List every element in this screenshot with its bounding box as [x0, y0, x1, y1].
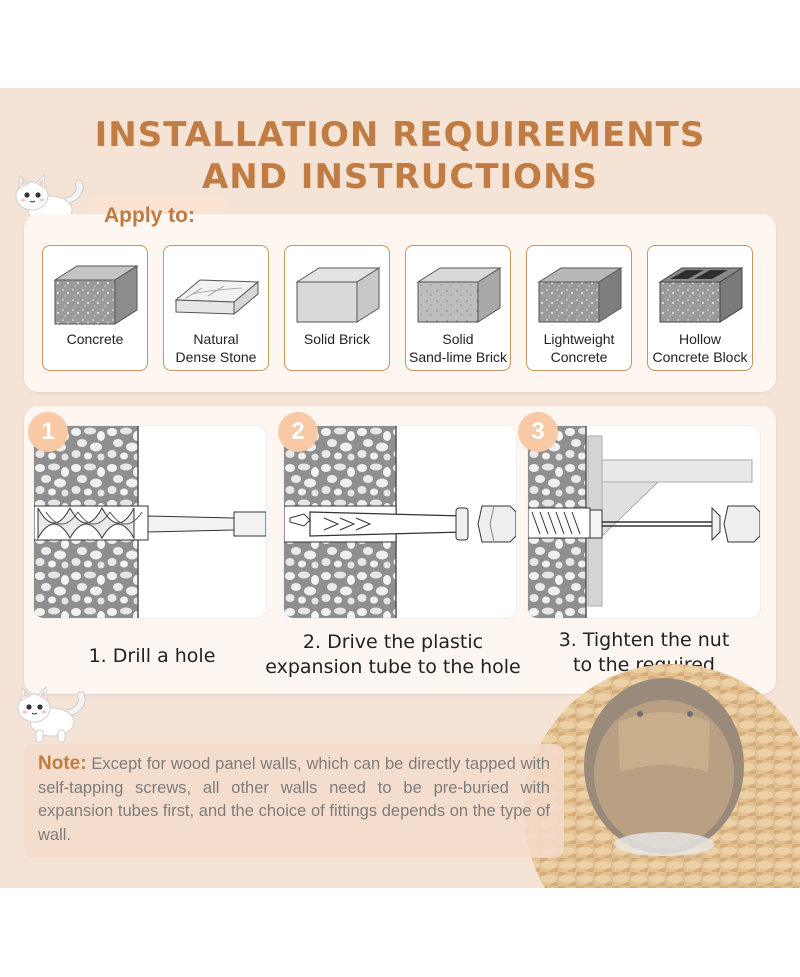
- solid-brick-icon: [295, 267, 381, 323]
- stone-slab-icon: [174, 279, 260, 316]
- material-card-hollow-block: Hollow Concrete Block: [647, 245, 753, 371]
- step-number-3: 3: [518, 412, 558, 452]
- apply-label: Apply to:: [104, 204, 195, 227]
- step-1-caption: 1. Drill a hole: [88, 645, 216, 667]
- step-number-2: 2: [278, 412, 318, 452]
- concrete-block-icon: [53, 265, 139, 325]
- step-number-1: 1: [28, 412, 68, 452]
- cat-icon: [17, 686, 86, 743]
- expansion-tube-icon: [284, 426, 516, 618]
- material-card-concrete: Concrete: [42, 245, 148, 371]
- hollow-block-icon: [658, 267, 744, 323]
- material-label: Solid Sand-lime Brick: [408, 331, 508, 365]
- material-card-lightweight-concrete: Lightweight Concrete: [526, 245, 632, 371]
- page-title: INSTALLATION REQUIREMENTS: [94, 115, 706, 155]
- page-title-line2: AND INSTRUCTIONS: [201, 157, 599, 197]
- material-label: Solid Brick: [303, 331, 371, 347]
- material-label: Lightweight Concrete: [543, 331, 615, 365]
- drill-bit-icon: [34, 426, 266, 618]
- step-2-caption: 2. Drive the plastic expansion tube to t…: [265, 631, 521, 678]
- note-box: [24, 744, 564, 858]
- material-card-natural-stone: Natural Dense Stone: [163, 245, 269, 371]
- sand-lime-brick-icon: [416, 267, 502, 323]
- cat-basket-image: [524, 664, 800, 888]
- lightweight-concrete-icon: [537, 267, 623, 323]
- material-label: Concrete: [66, 331, 124, 347]
- material-label: Natural Dense Stone: [175, 331, 257, 365]
- bracket-screw-icon: [528, 426, 760, 618]
- material-card-sand-lime-brick: Solid Sand-lime Brick: [405, 245, 511, 371]
- step-2-illustration: [284, 426, 516, 618]
- poster-background: INSTALLATION REQUIREMENTS AND INSTRUCTIO…: [0, 88, 800, 888]
- material-label: Hollow Concrete Block: [652, 331, 748, 365]
- note-key: Note:: [38, 753, 87, 774]
- material-card-solid-brick: Solid Brick: [284, 245, 390, 371]
- note-text: Note: Except for wood panel walls, which…: [38, 752, 550, 847]
- note-body: Except for wood panel walls, which can b…: [38, 755, 550, 844]
- step-3-illustration: [528, 426, 760, 618]
- step-1-illustration: [34, 426, 266, 618]
